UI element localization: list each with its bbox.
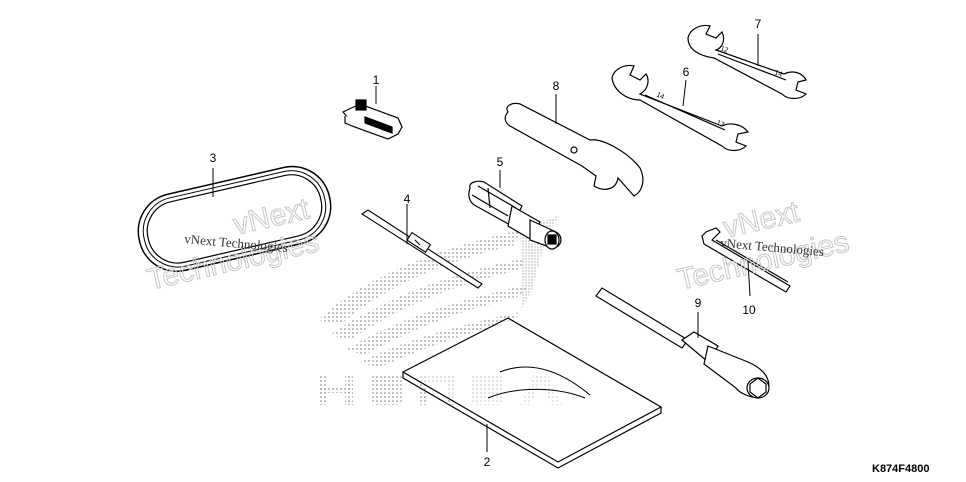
callout-10: 10 <box>742 303 756 317</box>
part-1-fuse-puller <box>342 99 403 140</box>
part-4-screwdriver-blade <box>360 209 483 289</box>
svg-text:17: 17 <box>715 119 725 129</box>
svg-text:14: 14 <box>655 91 665 101</box>
callout-7: 7 <box>755 17 762 31</box>
honda-wing-logo <box>318 215 560 368</box>
part-8-pin-spanner <box>504 102 644 197</box>
svg-text:12: 12 <box>719 45 729 54</box>
callout-3: 3 <box>210 151 217 165</box>
part-5-screwdriver-handle <box>468 180 562 250</box>
callout-1: 1 <box>373 73 380 87</box>
part-7-wrench: 12 14 <box>687 24 808 100</box>
svg-text:14: 14 <box>773 69 783 78</box>
part-3-strap-band <box>137 165 332 272</box>
part-10-hex-key <box>701 227 791 293</box>
callout-5: 5 <box>497 155 504 169</box>
callout-6: 6 <box>683 65 690 79</box>
leader-lines <box>212 34 759 452</box>
callout-2: 2 <box>484 455 491 469</box>
part-6-wrench: 14 17 <box>611 64 750 152</box>
callout-8: 8 <box>553 79 560 93</box>
callout-9: 9 <box>695 296 702 310</box>
callout-4: 4 <box>404 192 411 206</box>
part-9-spark-plug-wrench <box>595 287 770 399</box>
diagram-code: K874F4800 <box>872 463 930 475</box>
part-2-tool-bag <box>401 317 663 469</box>
